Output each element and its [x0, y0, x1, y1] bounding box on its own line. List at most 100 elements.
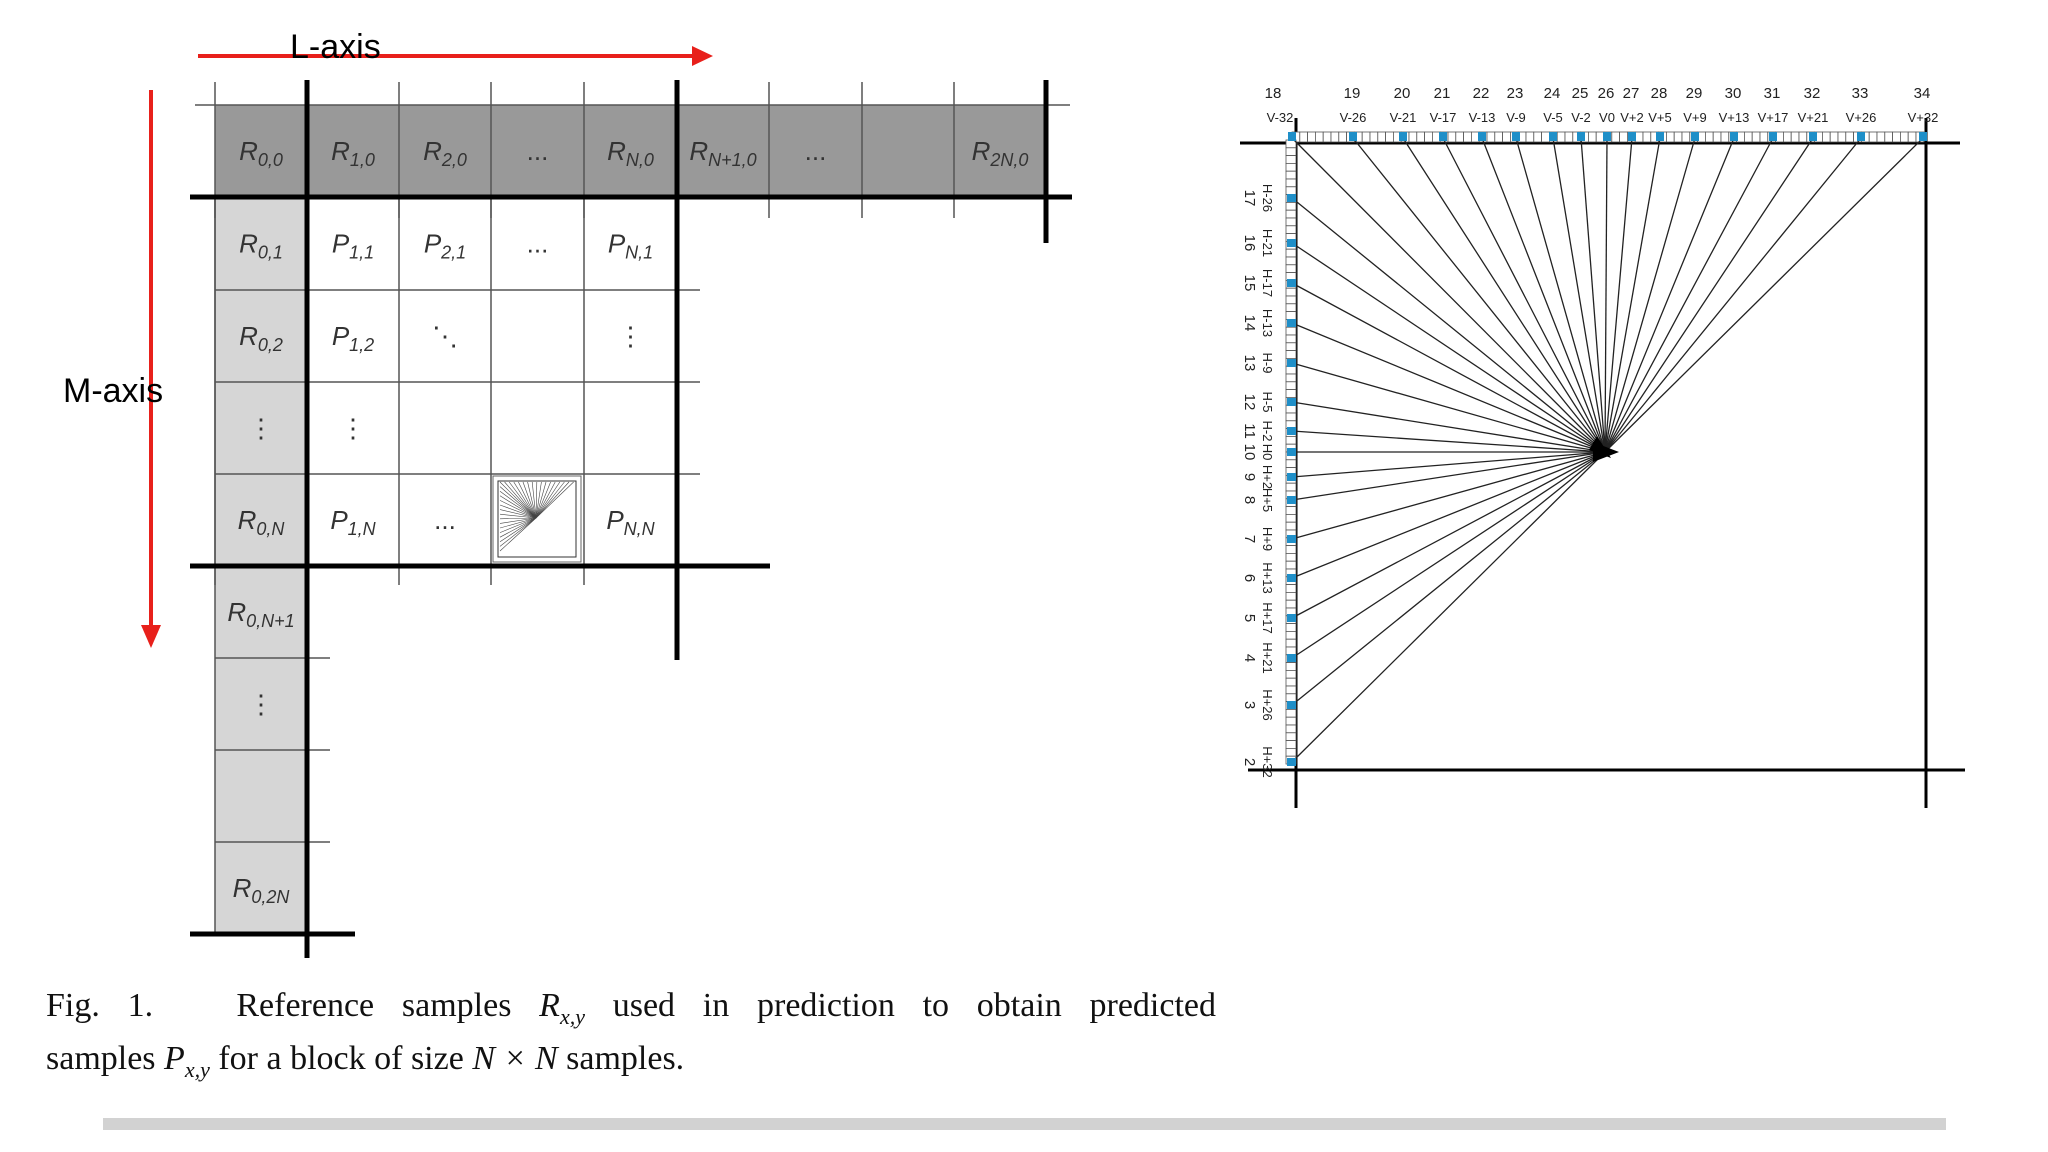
- inner-cell-label: P1,N: [330, 505, 376, 539]
- sample-tick: [1285, 662, 1297, 671]
- mode-number: 28: [1651, 85, 1668, 102]
- thumbnail-ray: [499, 517, 537, 520]
- thumbnail-ray: [535, 481, 556, 519]
- ray-arrowhead-cluster: [1589, 436, 1611, 458]
- sample-tick: [1564, 131, 1574, 143]
- mode-label: V+21: [1798, 110, 1829, 125]
- mode-marker: [1287, 473, 1296, 481]
- mode-number: 22: [1473, 85, 1490, 102]
- mode-label: V+26: [1846, 110, 1877, 125]
- mode-number: 14: [1241, 315, 1258, 332]
- mode-marker: [1287, 239, 1296, 247]
- mode-label: H+26: [1260, 689, 1275, 720]
- mode-marker: [1857, 132, 1865, 141]
- sample-tick: [1285, 334, 1297, 344]
- sample-tick: [1408, 131, 1418, 143]
- caption-size: N × N: [472, 1039, 558, 1077]
- sample-tick: [1285, 170, 1297, 180]
- axis-arrows: [141, 46, 713, 648]
- sample-tick: [1751, 131, 1761, 143]
- thumbnail-ray: [499, 481, 537, 519]
- figure-caption: Fig. 1. Reference samples Rx,y used in p…: [46, 985, 1216, 1091]
- sample-tick: [1285, 256, 1297, 266]
- thumbnail-ray: [535, 481, 542, 519]
- mode-label: H+2: [1260, 465, 1275, 489]
- m-axis-arrowhead: [141, 625, 161, 648]
- sample-tick: [1315, 131, 1324, 143]
- sample-tick: [1712, 131, 1722, 143]
- sample-tick: [1634, 131, 1644, 143]
- sample-tick: [1285, 209, 1297, 219]
- mode-label: V-13: [1469, 110, 1496, 125]
- mode-number: 4: [1241, 654, 1258, 662]
- sample-tick: [1285, 381, 1297, 390]
- sample-tick: [1285, 435, 1297, 445]
- sample-tick: [1673, 131, 1683, 143]
- sample-tick: [1285, 506, 1297, 515]
- inner-cell-label: P1,1: [332, 229, 374, 263]
- sample-tick: [1285, 326, 1297, 336]
- l-axis-label: L-axis: [290, 28, 381, 66]
- mode-number: 5: [1241, 614, 1258, 622]
- header-cell-label: RN,0: [607, 136, 654, 170]
- sample-tick: [1486, 131, 1496, 143]
- mode-number: 12: [1241, 394, 1258, 411]
- sample-tick: [1285, 147, 1297, 157]
- mode-thumbnail: [492, 475, 582, 563]
- mode-ray: [1442, 137, 1606, 453]
- mode-ray: [1291, 282, 1606, 453]
- mode-number: 29: [1686, 85, 1703, 102]
- mode-label: V+32: [1908, 110, 1939, 125]
- sample-tick: [1285, 287, 1297, 297]
- caption-text-4: for a block of size: [218, 1039, 464, 1077]
- thumbnail-ray: [508, 481, 537, 519]
- mode-label: V-9: [1506, 110, 1526, 125]
- mode-marker: [1349, 132, 1357, 141]
- mode-label: H+32: [1260, 746, 1275, 777]
- thumbnail-ray: [535, 481, 538, 519]
- thumbnail-ray: [535, 481, 574, 519]
- sample-tick: [1285, 201, 1297, 211]
- inner-cell-label: P2,1: [424, 229, 466, 263]
- sample-tick: [1642, 131, 1652, 143]
- sample-tick: [1759, 131, 1769, 143]
- sample-tick: [1285, 693, 1297, 702]
- mode-number: 20: [1394, 85, 1411, 102]
- mode-number: 9: [1241, 473, 1258, 481]
- sample-tick: [1361, 131, 1371, 143]
- inner-cell-label: ⋮: [618, 321, 644, 351]
- sample-tick: [1285, 389, 1297, 398]
- inner-cell-label: ...: [527, 229, 549, 259]
- mode-number: 31: [1764, 85, 1781, 102]
- sample-tick: [1720, 131, 1730, 143]
- mode-label: H+5: [1260, 488, 1275, 512]
- mode-number: 16: [1241, 235, 1258, 252]
- thumbnail-ray: [535, 481, 565, 519]
- sample-tick: [1385, 131, 1394, 143]
- sample-tick: [1285, 178, 1297, 188]
- sample-tick: [1619, 131, 1628, 143]
- mode-ray: [1552, 137, 1606, 453]
- mode-label: H-26: [1260, 184, 1275, 212]
- header-cell-label: ...: [805, 136, 827, 166]
- header-cell-label: R2,0: [423, 136, 467, 170]
- caption-text-5: samples.: [566, 1039, 685, 1077]
- thumbnail-ray: [499, 517, 537, 524]
- sample-tick: [1416, 131, 1426, 143]
- sample-tick: [1285, 311, 1297, 320]
- mode-number: 21: [1434, 85, 1451, 102]
- thumbnail-ray: [531, 481, 537, 519]
- sample-tick: [1285, 521, 1297, 531]
- sample-tick: [1285, 560, 1297, 570]
- mode-ray: [1580, 137, 1606, 453]
- thumbnail-ray: [518, 481, 537, 519]
- mode-ray: [1481, 137, 1606, 453]
- mode-label: V+5: [1648, 110, 1672, 125]
- mode-ray: [1291, 322, 1606, 453]
- scrollbar-track[interactable]: [103, 1118, 1946, 1130]
- thumbnail-ray: [535, 481, 570, 519]
- mode-number: 6: [1241, 574, 1258, 582]
- mode-label: V-32: [1267, 110, 1294, 125]
- thumbnail-ray: [499, 517, 537, 529]
